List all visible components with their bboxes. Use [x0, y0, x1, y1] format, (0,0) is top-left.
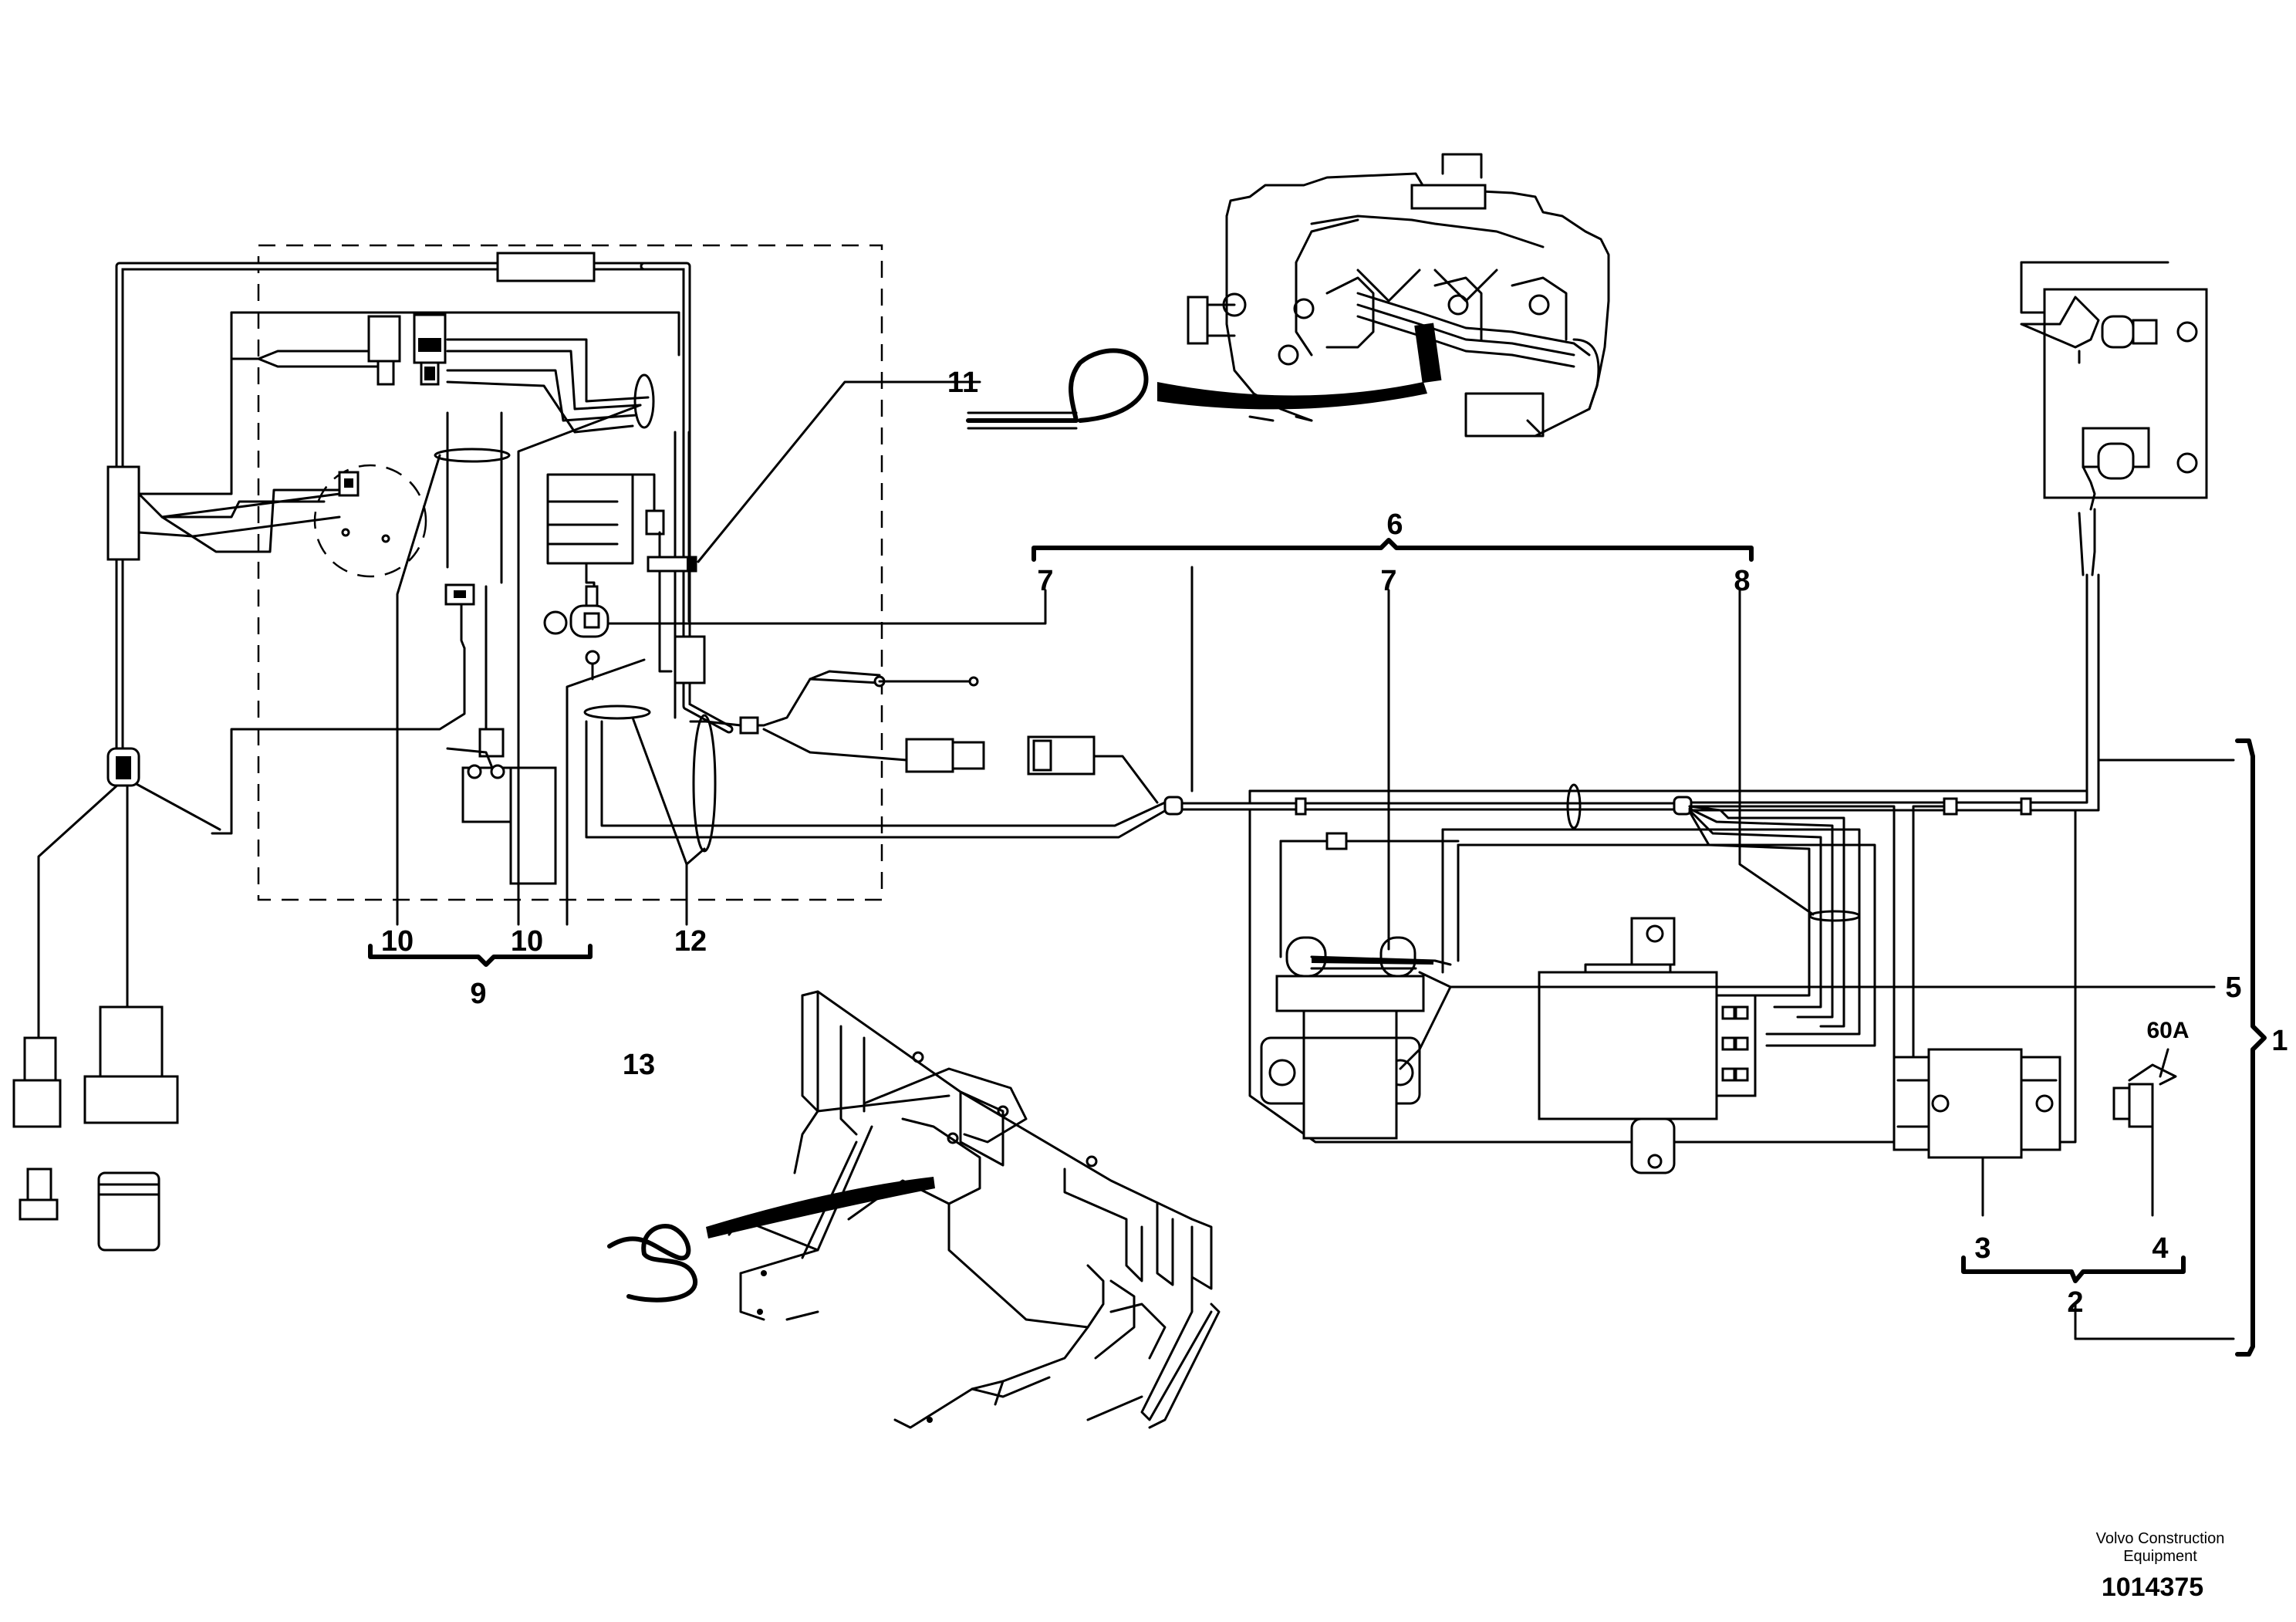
illustration-part-number: 1014375: [2102, 1573, 2203, 1602]
cable-tie: [583, 705, 651, 720]
callout-5: 5: [2225, 972, 2241, 1004]
callout-7-right: 7: [1380, 565, 1396, 597]
engine-flange: [1187, 296, 1209, 345]
callout-8: 8: [1734, 565, 1750, 597]
connector-large: [99, 1005, 164, 1078]
callout-11: 11: [947, 367, 978, 399]
callout-1: 1: [2271, 1025, 2288, 1057]
cable-tie: [633, 373, 655, 429]
callout-10-right: 10: [511, 925, 543, 958]
manufacturer-caption-line1: Volvo Construction: [2096, 1530, 2225, 1547]
fuse-rating-label: 60A: [2146, 1018, 2189, 1043]
cable-tie: [1566, 783, 1582, 830]
harness-junction: [106, 465, 140, 561]
callout-12: 12: [674, 925, 707, 958]
relay-terminal-b: [1379, 936, 1416, 978]
heater-connector: [645, 509, 665, 536]
control-panel-harness: [106, 244, 1174, 901]
connector-small: [23, 1036, 57, 1082]
trunk-connector: [674, 635, 706, 684]
starter-relay-body: [1275, 975, 1425, 1012]
connector-a: [367, 315, 401, 363]
spring-clip-item-13: [607, 1224, 698, 1303]
callout-10-left: 10: [381, 925, 414, 958]
callout-leaders: [368, 380, 2267, 1357]
plug-connector: [905, 738, 954, 773]
inline-fuse-holder: [1325, 832, 1348, 850]
callout-numbers: 1 2 3 4 5 6 7 7 8 9 10 10 11 12 13 60A: [381, 367, 2288, 1319]
footer: Volvo Construction Equipment 1014375: [2096, 1530, 2225, 1602]
cable-tie: [434, 448, 511, 463]
clip-item-11: [966, 348, 1149, 430]
cable-tie: [692, 714, 717, 853]
engine-illustration: [1157, 153, 1610, 438]
connector-a-plug: [376, 360, 395, 386]
callout-7-left: 7: [1037, 565, 1053, 597]
frame-illustration: [706, 990, 1221, 1429]
callout-3: 3: [1974, 1232, 1990, 1265]
cable-tie: [1808, 910, 1861, 922]
callout-9: 9: [470, 978, 486, 1010]
manufacturer-caption-line2: Equipment: [2123, 1548, 2197, 1565]
callout-4: 4: [2152, 1232, 2168, 1265]
callout-6: 6: [1386, 509, 1403, 541]
callout-2: 2: [2067, 1286, 2083, 1319]
relay-panel: [1163, 783, 2177, 1217]
battery-disconnect: [2012, 261, 2208, 812]
harness-tee-connector: [496, 252, 596, 282]
callout-13: 13: [623, 1049, 655, 1081]
panel-dashed-outline: [257, 244, 883, 901]
central-control-box: [1538, 971, 1718, 1120]
round-switch-outline: [313, 464, 427, 578]
left-connectors: [12, 747, 221, 1252]
